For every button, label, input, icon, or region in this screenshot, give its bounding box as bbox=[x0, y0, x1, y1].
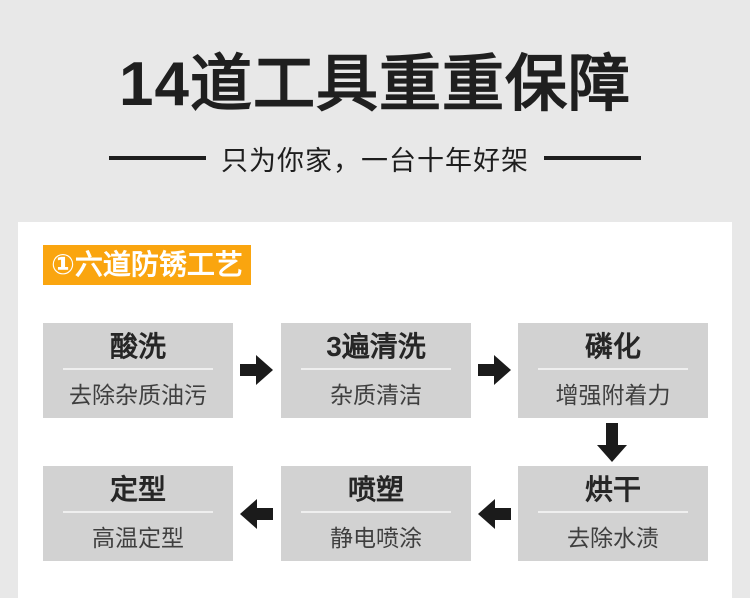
subtitle-text: 只为你家，一台十年好架 bbox=[221, 145, 529, 176]
step-divider bbox=[538, 368, 688, 370]
step-desc: 静电喷涂 bbox=[330, 525, 422, 551]
arrow-right-icon bbox=[240, 355, 273, 385]
step-box-shaping: 定型 高温定型 bbox=[43, 466, 233, 561]
step-desc: 去除水渍 bbox=[567, 525, 659, 551]
step-box-triple-rinse: 3遍清洗 杂质清洁 bbox=[281, 323, 471, 418]
step-divider bbox=[301, 511, 451, 513]
arrow-left-icon bbox=[240, 499, 273, 529]
step-desc: 高温定型 bbox=[92, 525, 184, 551]
step-desc: 杂质清洁 bbox=[330, 382, 422, 408]
section-badge: ①六道防锈工艺 bbox=[43, 245, 251, 285]
page-title: 14道工具重重保障 bbox=[119, 50, 631, 119]
step-box-acid-wash: 酸洗 去除杂质油污 bbox=[43, 323, 233, 418]
subtitle-right-line bbox=[544, 156, 641, 160]
arrow-left-icon bbox=[478, 499, 511, 529]
step-divider bbox=[301, 368, 451, 370]
step-divider bbox=[63, 511, 213, 513]
step-name: 定型 bbox=[109, 474, 166, 505]
subtitle-left-line bbox=[109, 156, 206, 160]
step-box-phosphating: 磷化 增强附着力 bbox=[518, 323, 708, 418]
arrow-right-icon bbox=[478, 355, 511, 385]
step-name: 喷塑 bbox=[347, 474, 404, 505]
arrow-down-icon bbox=[597, 423, 627, 462]
step-name: 磷化 bbox=[584, 331, 641, 362]
step-name: 3遍清洗 bbox=[326, 331, 426, 362]
step-desc: 增强附着力 bbox=[555, 382, 671, 408]
subtitle: 只为你家，一台十年好架 bbox=[0, 142, 750, 176]
step-name: 烘干 bbox=[584, 474, 641, 505]
step-desc: 去除杂质油污 bbox=[69, 382, 207, 408]
step-box-powder-coating: 喷塑 静电喷涂 bbox=[281, 466, 471, 561]
step-box-drying: 烘干 去除水渍 bbox=[518, 466, 708, 561]
step-divider bbox=[538, 511, 688, 513]
step-divider bbox=[63, 368, 213, 370]
step-name: 酸洗 bbox=[109, 331, 166, 362]
